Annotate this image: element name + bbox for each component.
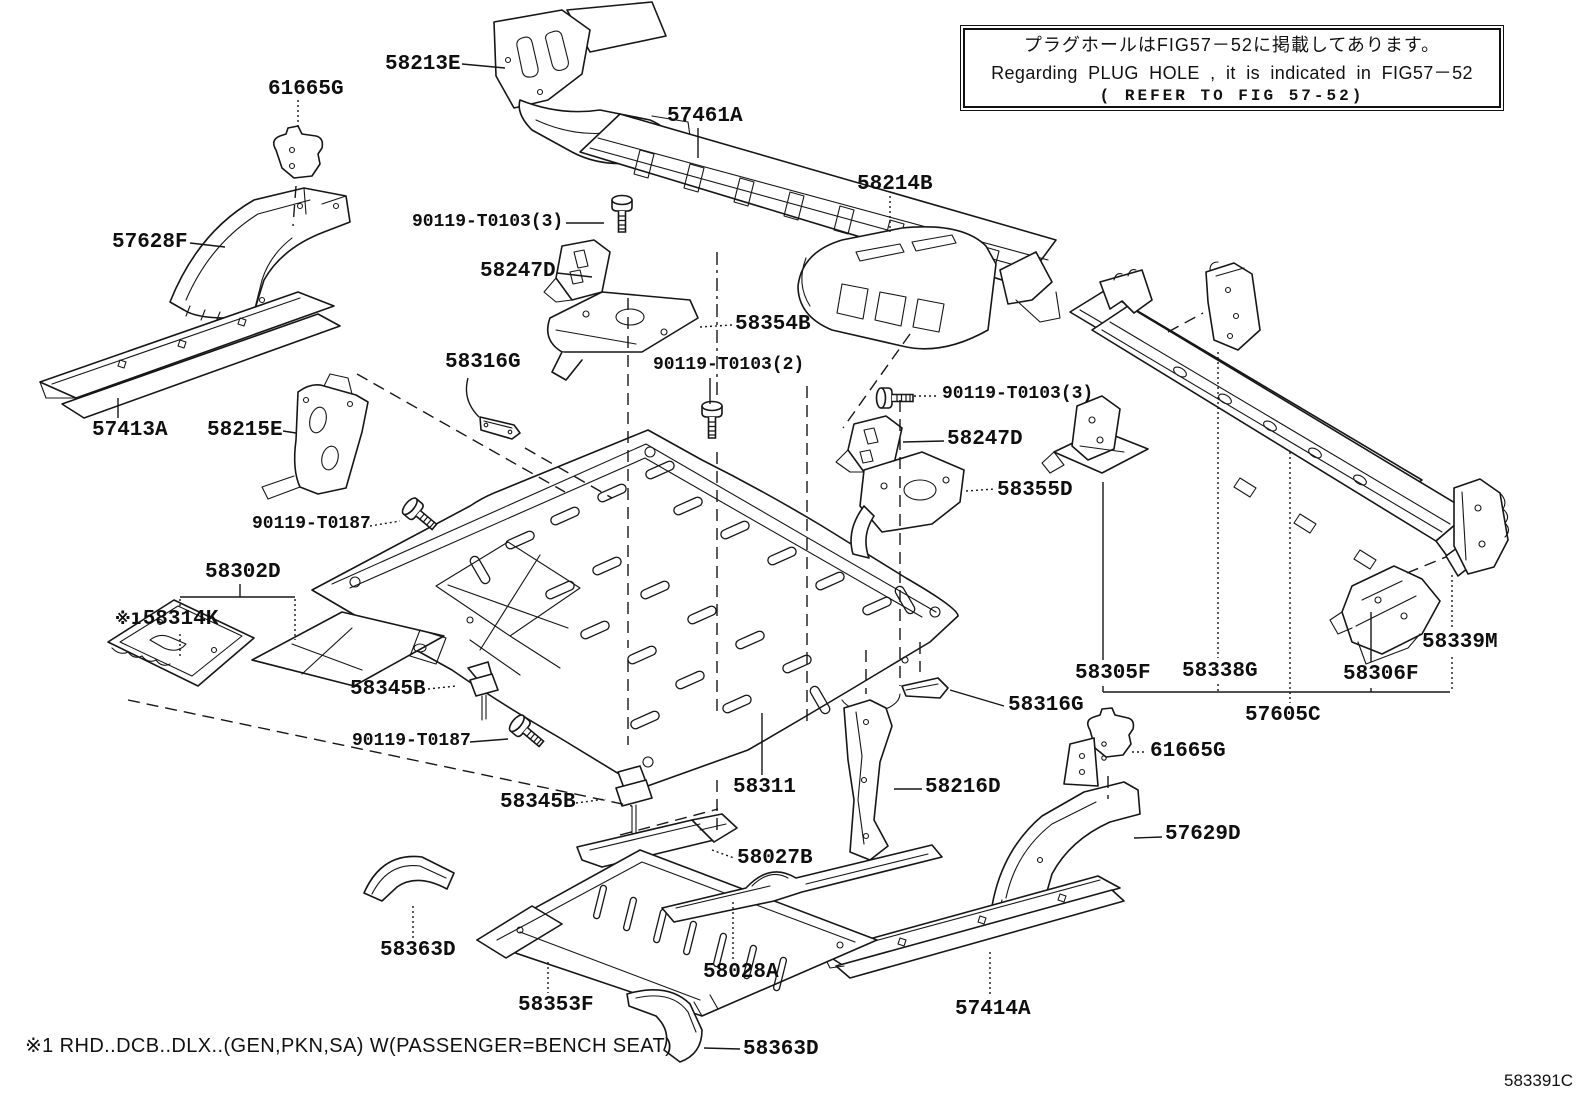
part-drawing-58216d [843, 699, 893, 861]
part-drawing-58215e [261, 373, 369, 500]
part-label-90119-t0103-2: 90119-T0103(2) [653, 355, 805, 375]
part-drawing-58345b-1 [467, 661, 499, 721]
part-drawing-58354b [546, 291, 699, 381]
part-drawing-61665g-right [1086, 707, 1135, 761]
part-drawing-58305f [1041, 395, 1149, 474]
part-drawing-57413a [39, 291, 341, 419]
part-label-58028a: 58028A [703, 961, 779, 984]
part-drawing-57629d [991, 737, 1141, 912]
part-label-61665g-left: 61665G [268, 78, 344, 101]
bolt-icon [611, 194, 633, 233]
part-label-58316g-left: 58316G [445, 351, 521, 374]
part-label-58027b: 58027B [737, 847, 813, 870]
part-label-58305f: 58305F [1075, 662, 1151, 685]
part-label-58311: 58311 [733, 776, 797, 799]
part-drawing-58028a [661, 844, 943, 923]
part-label-58314k: ※158314K [115, 608, 219, 631]
note-line-japanese: プラグホールはFIG57－52に掲載してあります。 [1023, 35, 1441, 55]
part-label-58345b-2: 58345B [500, 791, 576, 814]
part-label-58339m: 58339M [1422, 631, 1498, 654]
part-label-58354b: 58354B [735, 313, 811, 336]
part-drawing-57605c [1069, 269, 1489, 577]
part-label-58353f: 58353F [518, 994, 594, 1017]
bolt-icon [875, 387, 914, 409]
part-label-90119-t0103-3-top: 90119-T0103(3) [412, 212, 564, 232]
figure-code: 583391C [1504, 1071, 1574, 1090]
construction-lines [127, 185, 1447, 836]
part-drawing-58363d-left [363, 855, 455, 902]
note-line-english: Regarding PLUG HOLE , it is indicated in… [991, 63, 1473, 83]
part-label-90119-t0103-3-right: 90119-T0103(3) [942, 384, 1094, 404]
part-label-58345b-1: 58345B [350, 678, 426, 701]
part-drawing-58027b [576, 813, 738, 868]
part-drawing-57414a [821, 875, 1125, 979]
part-label-58216d: 58216D [925, 776, 1001, 799]
part-label-58316g-right: 58316G [1008, 694, 1084, 717]
part-label-57605c: 57605C [1245, 704, 1321, 727]
part-drawing-58345b-2 [615, 765, 653, 835]
part-label-90119-t0187-bottom: 90119-T0187 [352, 731, 471, 751]
part-label-58338g: 58338G [1182, 660, 1258, 683]
part-drawing-58247d-left [543, 239, 611, 303]
part-label-58247d-left: 58247D [480, 260, 556, 283]
part-label-57629d: 57629D [1165, 823, 1241, 846]
plug-hole-note-box: プラグホールはFIG57－52に掲載してあります。 Regarding PLUG… [960, 25, 1504, 111]
part-drawing-58316g-right [901, 677, 949, 699]
part-drawing-58338g [1205, 261, 1261, 351]
part-label-58363d-left: 58363D [380, 939, 456, 962]
part-drawing-58306f [1329, 565, 1441, 665]
part-label-58363d-bottom: 58363D [743, 1038, 819, 1061]
part-drawing-58302d [251, 611, 447, 687]
part-label-58306f: 58306F [1343, 663, 1419, 686]
footnote-ref-mark: ※1 [115, 609, 142, 628]
part-label-58302d: 58302D [205, 561, 281, 584]
footnote-text: ※1 RHD..DCB..DLX..(GEN,PKN,SA) W(PASSENG… [25, 1035, 673, 1057]
part-label-58213e: 58213E [385, 53, 461, 76]
part-label-57461a: 57461A [667, 105, 743, 128]
part-drawing-58363d-bottom [626, 988, 703, 1063]
part-drawing-58355d [850, 451, 965, 559]
leader-lines [117, 63, 1453, 1050]
note-line-reference: ( REFER TO FIG 57-52) [1099, 87, 1365, 105]
part-drawing-58353f [476, 849, 878, 1017]
part-drawing-58316g-left [479, 416, 521, 440]
part-drawing-58314k [107, 599, 255, 687]
part-drawing-58214b [797, 226, 997, 350]
part-label-58355d: 58355D [997, 479, 1073, 502]
part-label-61665g-right: 61665G [1150, 740, 1226, 763]
part-drawing-58339m [1453, 478, 1510, 575]
part-drawing-58311 [311, 429, 959, 789]
part-label-58214b: 58214B [857, 173, 933, 196]
part-label-57628f: 57628F [112, 231, 188, 254]
part-label-90119-t0187-top: 90119-T0187 [252, 514, 371, 534]
part-drawing-61665g-left [272, 125, 324, 179]
part-label-58247d-right: 58247D [947, 428, 1023, 451]
part-label-57414a: 57414A [955, 998, 1031, 1021]
bolt-icon [701, 400, 723, 439]
part-label-58215e: 58215E [207, 419, 283, 442]
part-label-57413a: 57413A [92, 419, 168, 442]
